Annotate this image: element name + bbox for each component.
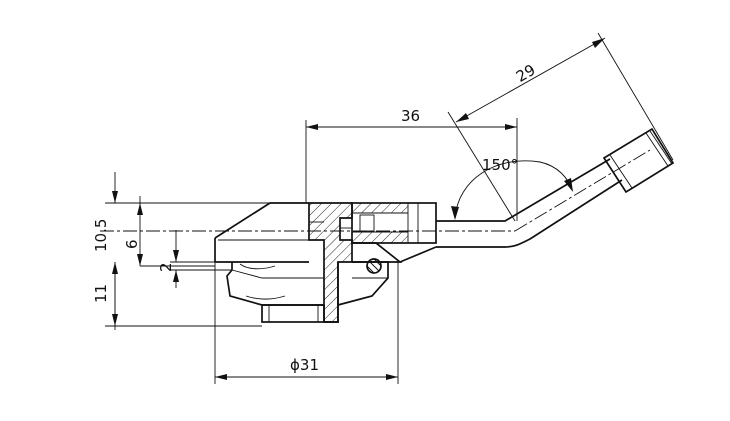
dim-11-label: 11 bbox=[92, 284, 110, 303]
dim-10-5-label: 10.5 bbox=[92, 219, 110, 252]
dim-36-label: 36 bbox=[401, 107, 420, 125]
dim-angle-label: 150° bbox=[482, 156, 518, 174]
dim-diameter: ϕ31 bbox=[214, 262, 399, 384]
dim-2-label: 2 bbox=[157, 262, 175, 272]
dim-29-label: 29 bbox=[513, 61, 539, 86]
dim-diameter-label: ϕ31 bbox=[290, 356, 319, 374]
bent-tube bbox=[100, 127, 675, 263]
dim-36: 36 bbox=[305, 107, 518, 221]
dim-2: 2 bbox=[157, 230, 232, 288]
dim-10-5: 10.5 bbox=[92, 172, 270, 330]
side-port bbox=[351, 202, 437, 274]
dim-6-label: 6 bbox=[123, 239, 141, 249]
dim-angle: 150° bbox=[451, 156, 573, 220]
dim-11: 11 bbox=[92, 262, 262, 327]
dim-6: 6 bbox=[123, 196, 215, 267]
